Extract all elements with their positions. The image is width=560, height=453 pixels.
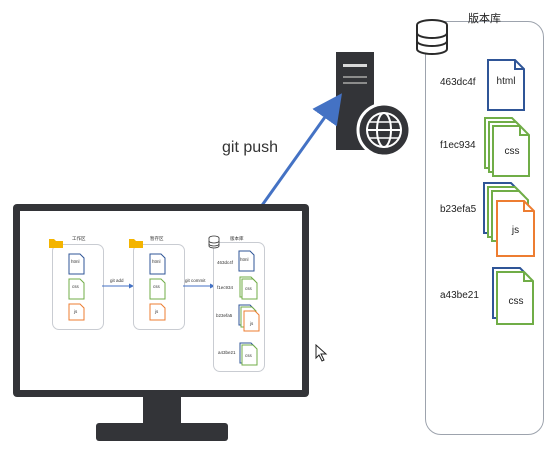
js-file-label: js: [511, 225, 520, 236]
monitor-stand-neck: [143, 397, 181, 423]
screen-hash-3: b23efa5: [216, 313, 233, 318]
folder-icon: [129, 239, 143, 248]
cursor-icon: [315, 344, 328, 362]
css-file-label: css: [504, 146, 520, 157]
git-add-label: git add: [110, 278, 124, 283]
git-push-label: git push: [222, 139, 279, 156]
commit-hash-2: f1ec934: [440, 140, 476, 151]
screen-hash-4: a43be21: [218, 350, 236, 355]
database-icon: [208, 235, 220, 249]
working-file-js: js: [74, 309, 78, 314]
css-file-label-2: css: [508, 296, 524, 307]
screen-hash-2: f1ec934: [217, 285, 234, 290]
staging-file-css: css: [153, 284, 160, 289]
git-commit-label: git commit: [185, 278, 206, 283]
commit-hash-3: b23efa5: [440, 204, 477, 215]
database-icon: [416, 19, 448, 55]
screen-repo-file-js: js: [250, 321, 254, 326]
screen-repo-title: 版本库: [230, 236, 244, 241]
staging-files: [149, 253, 166, 321]
commit-hash-1: 463dc4f: [440, 77, 476, 88]
git-commit-arrow: [183, 283, 215, 289]
css-file-stack-icon: [484, 117, 530, 177]
screen-repo-file-html: html: [240, 257, 249, 262]
screen-repo-file-css-2: css: [245, 353, 252, 358]
screen-hash-1: 463dc4f: [217, 260, 234, 265]
working-file-css: css: [72, 284, 79, 289]
html-file-label: html: [496, 76, 516, 87]
working-file-html: html: [71, 259, 80, 264]
screen-repo-files: [238, 250, 260, 366]
globe-icon: [356, 102, 412, 158]
screen-repo-file-css: css: [245, 286, 252, 291]
staging-title: 暂存区: [150, 236, 164, 241]
staging-file-js: js: [155, 309, 159, 314]
html-file-icon: [487, 59, 525, 111]
folder-icon: [49, 239, 63, 248]
git-add-arrow: [102, 283, 134, 289]
staging-file-html: html: [152, 259, 161, 264]
repository-title: 版本库: [468, 13, 501, 25]
css-file-icon: [492, 267, 534, 325]
commit-hash-4: a43be21: [440, 290, 479, 301]
working-dir-title: 工作区: [72, 236, 86, 241]
working-dir-files: [68, 253, 85, 321]
monitor-stand-base: [96, 423, 228, 441]
js-file-stack-icon: [483, 182, 535, 257]
